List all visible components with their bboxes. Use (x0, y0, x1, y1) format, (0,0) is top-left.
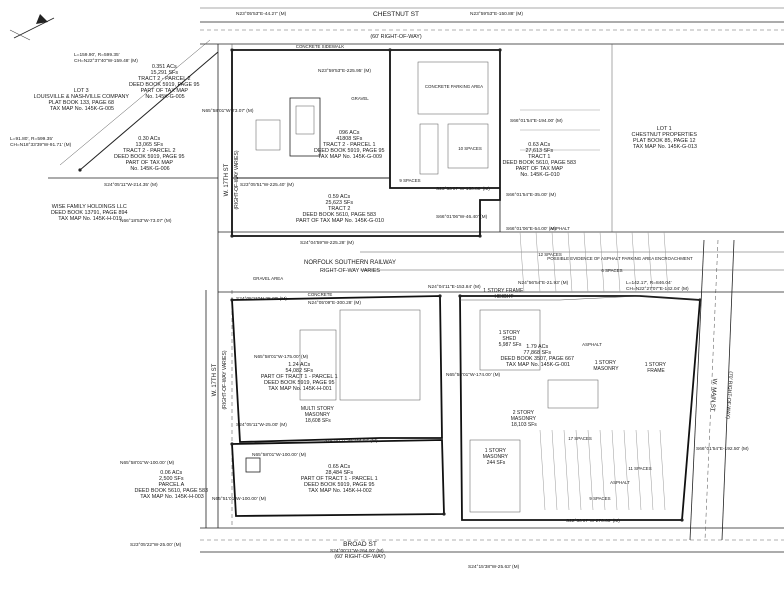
bearing-label: S66°01'54"E-35.00' (M) (506, 192, 556, 198)
north-arrow-icon (9, 14, 55, 41)
chestnut-street-name: CHESTNUT ST (373, 11, 419, 18)
building-frame-east: 1 STORY FRAME (645, 362, 668, 374)
building-multistory: MULTI STORY MASONRY 18,608 SFs (301, 406, 335, 424)
w17-lower-row: (RIGHT-OF-WAY VARIES) (222, 350, 228, 409)
bearing-label: S66°01'06"E-54.00' (M) (506, 226, 556, 232)
bearing-label: S23°05'22"W-25.00' (M) (130, 542, 182, 548)
bearing-label: S23°05'51"W-225.40' (M) (240, 182, 294, 188)
bearing-label: S66°01'54"E-192.50' (M) (696, 446, 749, 452)
parking-stripes (519, 109, 669, 511)
w17-upper-row: (RIGHT-OF-WAY VARIES) (234, 150, 240, 209)
bearing-label: CH=N22°37'40"W-159.48' (M) (74, 58, 138, 64)
bearing-label: N65°58'01"W-174.00' (M) (446, 372, 501, 378)
bearing-label: N24°56'54"E-21.93' (M) (518, 280, 569, 286)
misc-label: ASPHALT (550, 226, 570, 231)
misc-label: 9 SPACES (589, 496, 610, 501)
east-block-boundary (459, 295, 701, 521)
broad-street-row: (60' RIGHT-OF-WAY) (334, 554, 386, 560)
misc-label: 10 SPACES (458, 146, 482, 151)
misc-label: 6 SPACES (601, 268, 622, 273)
misc-label: GRAVEL AREA (253, 276, 283, 281)
west-block-boundary (231, 295, 443, 443)
bearing-label: S23°53'07"W-150.88' (M) (436, 186, 490, 192)
bearing-label: S66°01'54"E-194.00' (M) (510, 118, 563, 124)
parcel-lot3: LOT 3 LOUISVILLE & NASHVILLE COMPANY PLA… (34, 88, 131, 112)
bearing-label: N24°04'11"E-153.84' (M) (428, 284, 481, 290)
misc-label: 17 SPACES (568, 436, 592, 441)
parcel-tract2-p2b: 0.30 ACs 13,065 SFs TRACT 2 - PARCEL 2 D… (114, 136, 186, 172)
bearing-label: L=142.17', R=846.04' (626, 280, 672, 286)
w17th-street (205, 44, 233, 528)
bearing-label: CH=N18°33'39"W-91.71' (M) (10, 142, 72, 148)
misc-label: 11 SPACES (628, 466, 651, 471)
parcel-tract1-top: 0.63 ACs 27,613 SFs TRACT 1 DEED BOOK 56… (502, 142, 577, 178)
misc-label: ASPHALT (582, 342, 602, 347)
bearing-label: S24°05'11"W-214.35' (M) (104, 182, 158, 188)
parcel-a: 0.06 ACs 2,500 SFs PARCEL A DEED BOOK 56… (134, 470, 209, 500)
bearing-label: CH=N22°27'07"E-142.04' (M) (626, 286, 689, 292)
misc-label: CONCRETE PARKING AREA (425, 84, 483, 89)
building-masonry-1story: 1 STORY MASONRY 244 SFs (483, 448, 510, 466)
bearing-label: N23°59'53"E-150.88' (M) (470, 11, 523, 17)
bearing-label: S24°00'11"W-264.00' (M) (330, 548, 384, 554)
building-frame: 1 STORY FRAME HEIGHT (483, 288, 524, 300)
broad-street (200, 527, 784, 553)
railway-name: NORFOLK SOUTHERN RAILWAY (304, 260, 396, 266)
bearing-label: S24°05'11"W-25.00' (M) (236, 422, 287, 428)
parcel-east-block: 1.79 ACs 77,868 SFs DEED BOOK 3507, PAGE… (500, 344, 575, 368)
bearing-label: S66°01'06"W-46.40' (M) (436, 214, 488, 220)
railway-row: RIGHT-OF-WAY VARIES (320, 268, 380, 274)
bearing-label: N23°59'53"E-225.95' (M) (318, 68, 371, 74)
broad-street-name: BROAD ST (343, 541, 377, 548)
bearing-label: L=159.90', R=599.35' (74, 52, 120, 58)
parcel-chestnut-props: LOT 1 CHESTNUT PROPERTIES PLAT BOOK 85, … (632, 126, 699, 150)
parcel-wise: WISE FAMILY HOLDINGS LLC DEED BOOK 13791… (51, 204, 129, 222)
bearing-label: N65°58'01"W-73.07' (M) (202, 108, 254, 114)
bearing-label: S22°50'07"W-270.63' (M) (566, 518, 620, 524)
building-masonry-east: 1 STORY MASONRY (593, 360, 619, 372)
parcel-south-p1: 0.65 ACs 28,484 SFs PART OF TRACT 1 - PA… (301, 464, 379, 494)
bearing-label: N65°58'01"W-100.00' (M) (252, 452, 307, 458)
misc-label: GRAVEL (351, 96, 369, 101)
bearing-label: N66°18'53"W-73.07' (M) (120, 218, 172, 224)
bearing-label: S24°15'38"W-25.63' (M) (468, 564, 520, 570)
misc-label: POSSIBLE EVIDENCE OF ASPHALT PARKING ARE… (547, 256, 693, 261)
railroad-diagonal (48, 39, 219, 179)
bearing-label: N23°05'53"E-44.27' (M) (236, 11, 287, 17)
parcel-tract2-lower: 0.59 ACs 25,623 SFs TRACT 2 DEED BOOK 56… (296, 194, 384, 224)
main-street-name: W. MAIN ST (709, 378, 717, 412)
misc-label: 12 SPACES (538, 252, 562, 257)
chestnut-street (200, 7, 784, 45)
bearing-label: S24°05'11"W-25.00' (M) (236, 296, 287, 302)
misc-label: CONCRETE SIDEWALK (296, 44, 344, 49)
misc-label: ASPHALT (610, 480, 630, 485)
w17-upper-name: W. 17TH ST (224, 163, 230, 196)
bearing-label: S24°00'11"W-244.07' (M) (324, 438, 378, 444)
main-street (689, 239, 735, 541)
w17-lower-name: W. 17TH ST (212, 363, 218, 396)
survey-monuments (78, 48, 702, 522)
bearing-label: N65°58'01"W-100.00' (M) (120, 460, 175, 466)
misc-label: CONCRETE (308, 292, 333, 297)
bearing-label: N65°58'01"W-175.00' (M) (254, 354, 309, 360)
bearing-label: N65°51'01"W-100.00' (M) (212, 496, 267, 502)
building-masonry-2story: 2 STORY MASONRY 18,103 SFs (511, 410, 538, 428)
parcel-tract1-p1: 1.24 ACs 54,082 SFs PART OF TRACT 1 - PA… (261, 362, 339, 392)
parcel-tract2-p1: 096 ACs 41808 SFs TRACT 2 - PARCEL 1 DEE… (314, 130, 386, 160)
misc-label: 9 SPACES (399, 178, 420, 183)
main-street-row: (70' RIGHT-OF-WAY) (724, 371, 733, 419)
bearing-label: N24°05'09"E-300.28' (M) (308, 300, 361, 306)
parcel-tract2-p2: 0.351 ACs 15,291 SFs TRACT 2 - PARCEL 2 … (129, 64, 201, 100)
bearing-label: L=91.80', R=599.35' (10, 136, 53, 142)
railway-band (218, 231, 784, 293)
bearing-label: S24°04'59"W-225.28' (M) (300, 240, 354, 246)
chestnut-street-row: (60' RIGHT-OF-WAY) (370, 34, 422, 40)
building-shed: 1 STORY SHED 5,987 SFs (499, 330, 522, 348)
